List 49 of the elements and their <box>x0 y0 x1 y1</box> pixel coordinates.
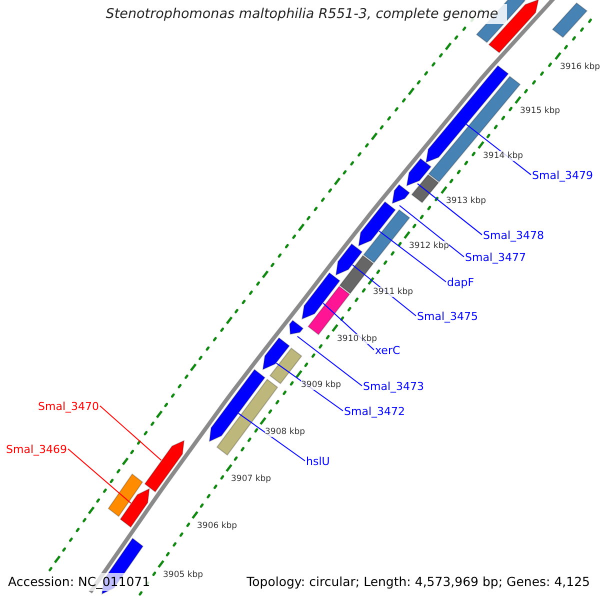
gene-feature <box>358 201 396 246</box>
gene-feature <box>289 320 304 335</box>
gene-feature <box>144 440 185 493</box>
gene-label: hslU <box>306 455 330 468</box>
gene-label: dapF <box>447 276 474 289</box>
gene-block <box>363 209 410 264</box>
gene-label: Smal_3479 <box>532 169 593 182</box>
gene-label: Smal_3472 <box>344 405 405 418</box>
gene-label: Smal_3473 <box>363 380 424 393</box>
gene-block <box>428 76 521 182</box>
gene-block <box>339 254 374 294</box>
gene-block <box>308 286 350 336</box>
scale-label: 3915 kbp <box>520 106 560 116</box>
gene-label: Smal_3478 <box>483 229 544 242</box>
gene-feature <box>406 158 432 186</box>
gene-feature <box>425 65 509 163</box>
gene-label: Smal_3477 <box>465 251 526 264</box>
scale-label: 3911 kbp <box>373 287 414 297</box>
leader-line <box>378 230 446 282</box>
gene-feature <box>301 272 340 320</box>
gene-feature <box>262 337 290 370</box>
scale-label: 3906 kbp <box>197 521 238 531</box>
accession-text: Accession: NC_011071 <box>6 573 152 591</box>
scale-label: 3913 kbp <box>446 196 486 206</box>
leader-line <box>399 205 464 258</box>
gene-block <box>411 174 440 204</box>
scale-label: 3909 kbp <box>301 380 342 390</box>
gene-feature <box>335 243 363 276</box>
gene-block <box>552 2 588 38</box>
gene-label: xerC <box>375 344 400 357</box>
scale-label: 3914 kbp <box>483 151 524 161</box>
leader-line <box>417 183 482 236</box>
gene-feature <box>120 488 150 528</box>
scale-label: 3905 kbp <box>163 570 204 580</box>
gene-block <box>269 348 302 384</box>
scale-label: 3910 kbp <box>337 334 378 344</box>
scale-label: 3912 kbp <box>409 241 450 251</box>
gene-block <box>108 473 144 518</box>
gene-label: Smal_3469 <box>6 443 67 456</box>
scale-label: 3916 kbp <box>560 62 600 72</box>
leader-line <box>68 448 132 504</box>
scale-label: 3908 kbp <box>265 427 306 437</box>
scale-label: 3907 kbp <box>231 474 272 484</box>
gene-label: Smal_3470 <box>38 400 99 413</box>
leader-line <box>296 336 362 386</box>
leader-line <box>238 412 306 462</box>
gene-feature <box>208 368 266 442</box>
gene-label: Smal_3475 <box>417 310 478 323</box>
leader-line <box>100 405 162 461</box>
